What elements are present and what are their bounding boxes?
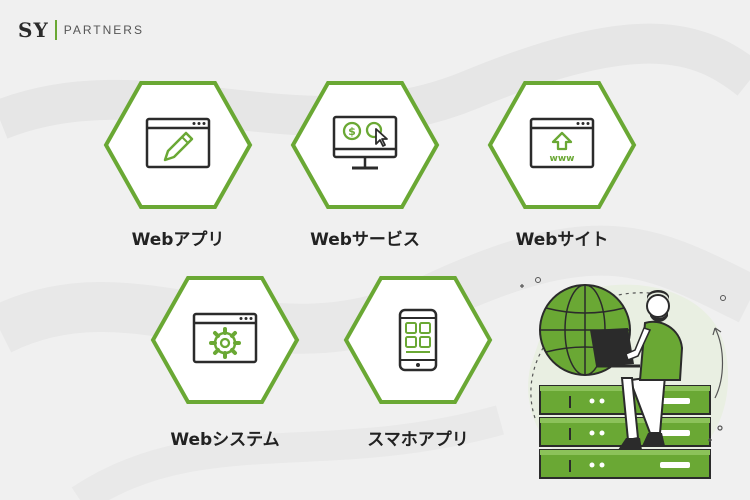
browser-upload-www-icon: www bbox=[529, 117, 595, 169]
logo-sub: PARTNERS bbox=[63, 23, 144, 37]
person-with-laptop bbox=[590, 290, 684, 450]
service-web-service: $ bbox=[290, 80, 440, 210]
service-label-web-service: Webサービス bbox=[310, 230, 420, 250]
service-web-site: www bbox=[487, 80, 637, 210]
hexagon-frame bbox=[290, 81, 440, 209]
smartphone-apps-icon bbox=[398, 308, 438, 372]
server-globe-person-illustration bbox=[520, 277, 729, 479]
svg-text:$: $ bbox=[348, 125, 356, 138]
hexagon-frame bbox=[343, 276, 493, 404]
logo: SY PARTNERS bbox=[18, 18, 144, 42]
logo-divider bbox=[54, 20, 57, 40]
www-text: www bbox=[550, 154, 575, 164]
hexagon-frame bbox=[487, 81, 637, 209]
monitor-dollar-cursor-icon: $ bbox=[332, 115, 398, 170]
service-label-web-app: Webアプリ bbox=[131, 230, 225, 250]
service-label-web-system: Webシステム bbox=[170, 430, 280, 450]
service-label-web-site: Webサイト bbox=[515, 230, 609, 250]
service-web-system bbox=[150, 275, 300, 405]
hexagon-frame bbox=[103, 81, 253, 209]
service-smartphone-app bbox=[343, 275, 493, 405]
service-web-app bbox=[103, 80, 253, 210]
browser-gear-icon bbox=[192, 312, 258, 364]
service-label-smartphone-app: スマホアプリ bbox=[367, 430, 469, 450]
logo-brand: SY bbox=[18, 18, 49, 42]
pencil-browser-icon bbox=[145, 117, 211, 169]
